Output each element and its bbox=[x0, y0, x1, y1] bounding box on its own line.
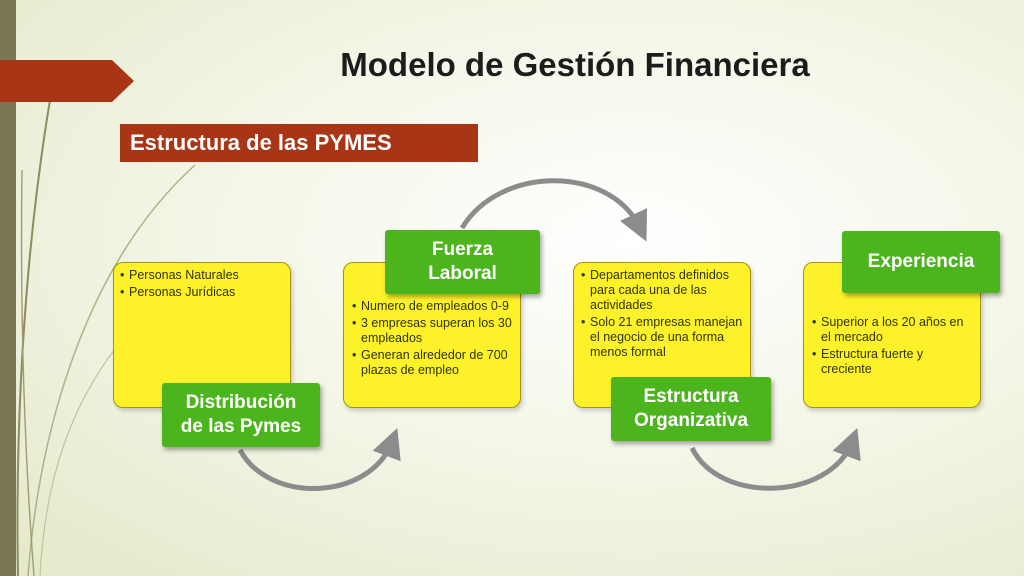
bullet: Superior a los 20 años en el mercado bbox=[812, 315, 974, 345]
bullet: Generan alrededor de 700 plazas de emple… bbox=[352, 348, 514, 378]
bullet: 3 empresas superan los 30 empleados bbox=[352, 316, 514, 346]
left-arrow-tab bbox=[0, 60, 134, 102]
page-title: Modelo de Gestión Financiera bbox=[340, 46, 810, 83]
step-2-label: Fuerza Laboral bbox=[385, 230, 540, 294]
step-3-label: Estructura Organizativa bbox=[611, 377, 771, 441]
arrow-1-to-2 bbox=[237, 427, 401, 492]
left-accent-bar bbox=[0, 0, 16, 576]
arrow-2-to-3 bbox=[459, 178, 648, 242]
decorative-lines bbox=[16, 99, 196, 576]
bullet: Estructura fuerte y creciente bbox=[812, 347, 974, 377]
step-1-bullets: Personas Naturales Personas Jurídicas bbox=[120, 268, 284, 300]
bullet: Numero de empleados 0-9 bbox=[352, 299, 514, 314]
step-2-bullets: Numero de empleados 0-9 3 empresas super… bbox=[352, 299, 514, 378]
bullet: Personas Jurídicas bbox=[120, 285, 284, 300]
arrow-3-to-4 bbox=[689, 427, 861, 491]
bullet: Personas Naturales bbox=[120, 268, 284, 283]
step-4-label: Experiencia bbox=[842, 231, 1000, 293]
section-subtitle: Estructura de las PYMES bbox=[120, 124, 478, 162]
step-4-bullets: Superior a los 20 años en el mercado Est… bbox=[812, 315, 974, 377]
step-1-label: Distribución de las Pymes bbox=[162, 383, 320, 447]
step-3-bullets: Departamentos definidos para cada una de… bbox=[581, 268, 744, 360]
bullet: Solo 21 empresas manejan el negocio de u… bbox=[581, 315, 744, 360]
bullet: Departamentos definidos para cada una de… bbox=[581, 268, 744, 313]
